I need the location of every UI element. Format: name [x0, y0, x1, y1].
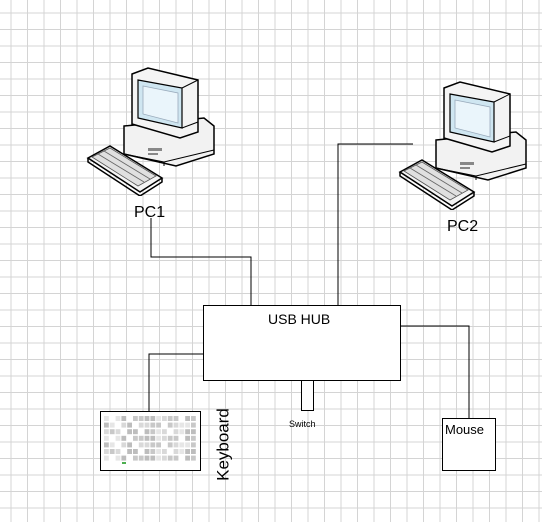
pc1-to-hub-line: [150, 218, 252, 305]
desktop-computer-icon: [398, 81, 527, 210]
mouse-box: [442, 418, 496, 471]
switch-box: [301, 381, 314, 411]
keyboard-label: Keyboard: [213, 408, 233, 481]
keyboard-to-hub-line: [148, 353, 203, 412]
usb-hub-box: [203, 305, 401, 381]
pc2-label: PC2: [447, 218, 479, 235]
mouse-to-hub-line: [401, 325, 470, 418]
mouse-label: Mouse: [445, 422, 485, 437]
pc1-label: PC1: [134, 204, 166, 221]
usb-hub-label: USB HUB: [268, 311, 331, 327]
desktop-computer-icon: [86, 67, 215, 196]
switch-label: Switch: [289, 419, 316, 429]
pc2-to-hub-line: [337, 143, 413, 305]
keyboard-icon: [100, 411, 201, 471]
